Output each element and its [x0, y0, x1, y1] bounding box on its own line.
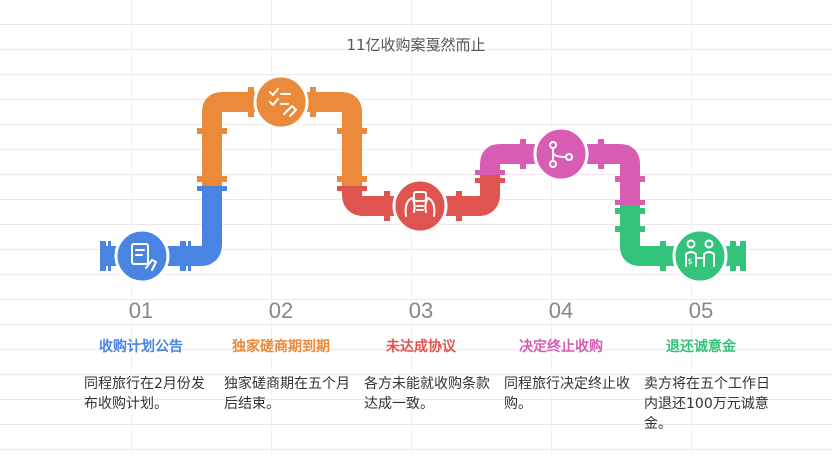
pipe-flange — [197, 176, 227, 182]
step-2-description: 独家磋商期在五个月后结束。 — [224, 376, 350, 412]
pipe-flange — [740, 241, 746, 271]
pipe-flange — [520, 139, 526, 169]
step-1-label: 收购计划公告 — [99, 339, 183, 355]
pipe-segment-5 — [620, 205, 746, 266]
pipe-flange — [615, 176, 645, 182]
diagram-title: 11亿收购案戛然而止 — [346, 36, 486, 54]
pipe-flange — [456, 191, 462, 221]
step-2-label: 独家磋商期到期 — [232, 339, 330, 355]
pipe-flange — [475, 178, 505, 183]
step-1-description: 同程旅行在2月份发布收购计划。 — [84, 376, 205, 412]
pipe-flange — [108, 241, 111, 271]
pipe-flange — [730, 241, 736, 271]
step-2-number: 02 — [268, 298, 294, 323]
svg-text:$: $ — [687, 257, 692, 266]
step-4-label: 决定终止收购 — [519, 339, 603, 355]
checklist-hand-icon — [253, 74, 309, 130]
pipe-segment-1 — [100, 190, 222, 266]
pipe-flange — [197, 128, 227, 134]
step-5-description: 卖方将在五个工作日内退还100万元诚意金。 — [644, 376, 770, 432]
pipe-flange — [660, 241, 666, 271]
pipe-flange — [248, 87, 254, 117]
pipe-flange — [615, 226, 645, 232]
pipe-flange — [475, 170, 505, 175]
step-5-label: 退还诚意金 — [666, 339, 736, 355]
step-3-description: 各方未能就收购条款达成一致。 — [364, 376, 490, 412]
step-3-label: 未达成协议 — [386, 339, 456, 355]
pipeline-graphic: $ — [100, 74, 746, 284]
pipe-flange — [197, 186, 227, 191]
decision-flow-icon — [533, 126, 589, 182]
pipe-flange — [615, 208, 645, 214]
pipe-flange — [180, 241, 186, 271]
pipe-flange — [337, 186, 367, 191]
step-1-number: 01 — [128, 298, 154, 323]
pipe-flange — [337, 176, 367, 182]
pipe-flange — [615, 200, 645, 205]
pipe-flange — [188, 241, 191, 271]
step-4-number: 04 — [548, 298, 574, 323]
document-hand-icon — [114, 228, 170, 284]
step-5-number: 05 — [688, 298, 714, 323]
pipe-flange — [598, 139, 604, 169]
step-4-description: 同程旅行决定终止收购。 — [504, 376, 630, 412]
pipe-flange — [100, 241, 106, 271]
pipe-flange — [384, 191, 390, 221]
negotiation-icon — [392, 178, 448, 234]
step-3-number: 03 — [408, 298, 434, 323]
pipe-flange — [310, 87, 316, 117]
pipe-flange — [337, 128, 367, 134]
refund-people-icon: $ — [672, 228, 728, 284]
